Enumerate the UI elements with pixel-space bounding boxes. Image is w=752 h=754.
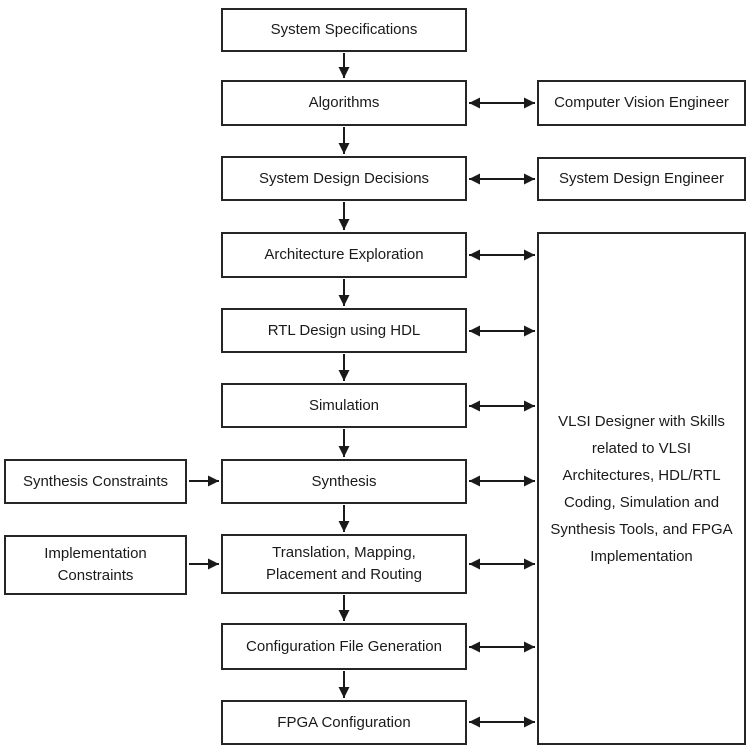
role-box-computer-vision-engineer: Computer Vision Engineer [537,80,746,126]
role-box-label: System Design Engineer [558,170,725,188]
flow-box-label: FPGA Configuration [277,713,411,731]
flow-box-system-specifications: System Specifications [221,8,467,52]
flow-box-label: Synthesis [311,472,377,490]
flow-box-algorithms: Algorithms [221,80,467,126]
flow-box-system-design-decisions: System Design Decisions [221,156,467,201]
flow-box-simulation: Simulation [221,383,467,428]
flow-box-label: Architecture Exploration [264,246,424,264]
flow-box-fpga-configuration: FPGA Configuration [221,700,467,745]
constraint-box-label: Implementation Constraints [44,545,147,584]
constraint-box-implementation-constraints: Implementation Constraints [4,535,187,595]
flow-box-architecture-exploration: Architecture Exploration [221,232,467,278]
flow-box-synthesis: Synthesis [221,459,467,504]
flow-box-label: Configuration File Generation [246,637,442,655]
role-box-vlsi-designer: VLSI Designer with Skills related to VLS… [537,232,746,745]
flow-box-configuration-file-generation: Configuration File Generation [221,623,467,670]
flow-box-label: System Specifications [270,21,418,39]
flow-box-label: RTL Design using HDL [267,321,421,339]
flow-box-label: System Design Decisions [258,169,430,187]
role-box-label: VLSI Designer with Skills related to VLS… [550,412,733,565]
constraint-box-label: Synthesis Constraints [22,472,169,490]
flow-box-translation-mapping-placement-routing: Translation, Mapping, Placement and Rout… [221,534,467,594]
role-box-system-design-engineer: System Design Engineer [537,157,746,201]
flow-box-label: Translation, Mapping, Placement and Rout… [266,544,422,583]
flow-box-rtl-design-using-hdl: RTL Design using HDL [221,308,467,353]
constraint-box-synthesis-constraints: Synthesis Constraints [4,459,187,504]
role-box-label: Computer Vision Engineer [554,94,729,112]
flow-box-label: Simulation [308,396,380,414]
flow-box-label: Algorithms [308,94,380,112]
